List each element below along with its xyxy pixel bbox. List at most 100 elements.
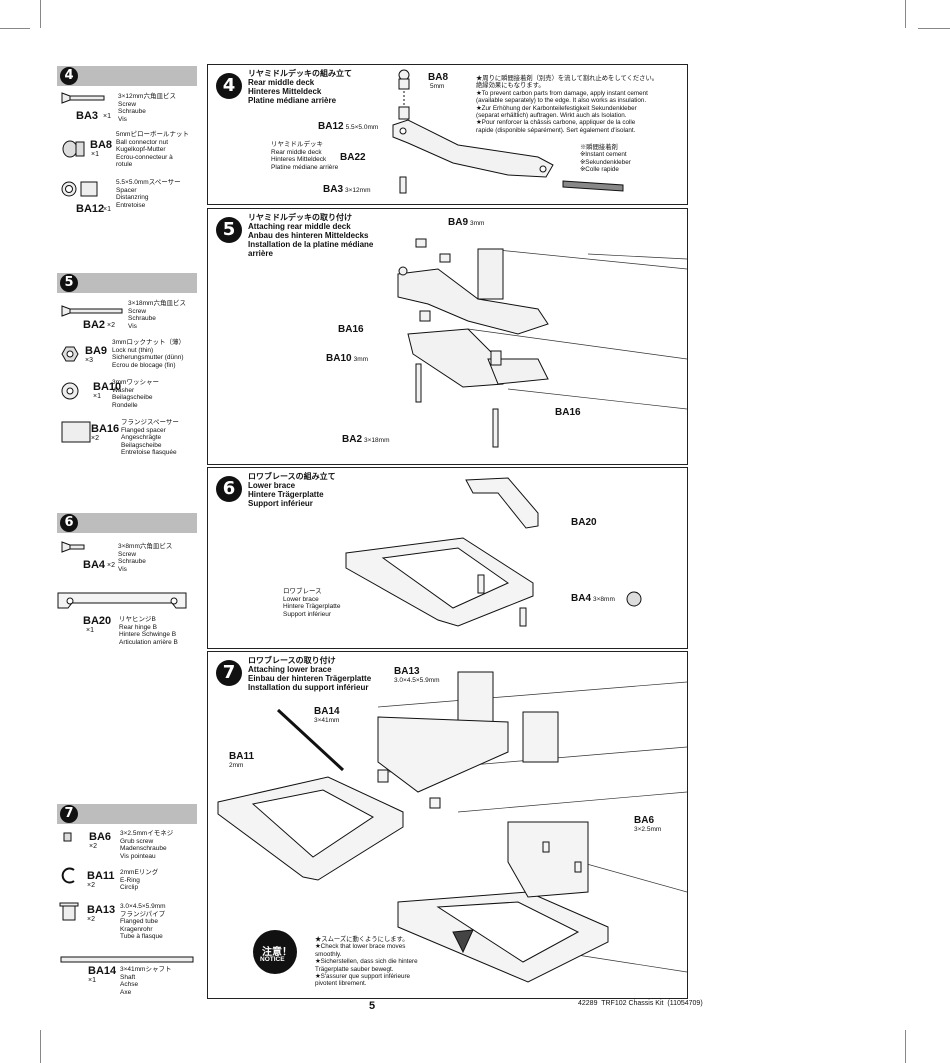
step6-number: 6	[216, 476, 242, 502]
step7-title: ロワブレースの取り付け Attaching lower brace Einbau…	[248, 656, 372, 692]
part-qty: ×1	[93, 393, 101, 400]
crop-mark	[40, 1030, 41, 1063]
crop-mark	[905, 0, 906, 28]
part-qty: ×2	[107, 322, 115, 329]
part-desc: 3×2.5mmイモネジ Grub screw Madenschraube Vis…	[120, 830, 174, 860]
part-qty: ×2	[87, 916, 95, 923]
sidebar-step5-number: 5	[60, 274, 78, 292]
label-ba13-size: 3.0×4.5×5.9mm	[394, 677, 440, 684]
part-qty: ×1	[86, 627, 94, 634]
part-desc: フランジスペーサー Flanged spacer Angeschrägte Be…	[121, 419, 179, 457]
step5-drawing	[397, 238, 687, 448]
grub-screw-icon	[63, 832, 72, 842]
step7-drawing	[217, 671, 687, 983]
crop-mark	[0, 28, 30, 29]
sidebar-step6-header	[57, 513, 197, 533]
page-number: 5	[369, 1000, 376, 1012]
step6-title: ロワブレースの組み立て Lower brace Hintere Trägerpl…	[248, 472, 336, 508]
cement-note: ※瞬間接着剤 ※Instant cement ※Sekundenkleber ※…	[580, 144, 631, 174]
crop-mark	[918, 28, 950, 29]
e-ring-icon	[61, 867, 75, 884]
part-desc: 3×41mmシャフト Shaft Achse Axe	[120, 966, 172, 996]
shaft-icon	[60, 956, 194, 963]
part-qty: ×1	[88, 977, 96, 984]
step4-note: ★周りに瞬間接着剤（別売）を流して割れ止めをしてください。 絶縁効果にもなります…	[476, 75, 659, 134]
notice-badge-jp: 注意！	[262, 947, 292, 958]
part-qty: ×1	[103, 206, 111, 213]
spacer-icon	[61, 181, 98, 197]
sidebar-step7-header	[57, 804, 197, 824]
label-ba16: BA16	[338, 324, 364, 335]
step6-panel: 6 ロワブレースの組み立て Lower brace Hintere Träger…	[207, 467, 688, 649]
sidebar-step4-number: 4	[60, 67, 78, 85]
part-code-ba16: BA16	[91, 423, 120, 435]
deck-caption: リヤミドルデッキ Rear middle deck Hinteres Mitte…	[271, 141, 339, 171]
notice-badge-en: NOTICE	[260, 956, 285, 963]
label-ba8-size: 5mm	[430, 83, 445, 90]
step7-panel: 7 ロワブレースの取り付け Attaching lower brace Einb…	[207, 651, 688, 999]
part-code-ba10: BA10	[93, 381, 122, 393]
step5-title: リヤミドルデッキの取り付け Attaching rear middle deck…	[248, 213, 374, 258]
screw-icon	[61, 541, 85, 553]
step4-panel: 4 リヤミドルデッキの組み立て Rear middle deck Hintere…	[207, 64, 688, 205]
screw-icon	[61, 305, 123, 317]
step5-panel: 5 リヤミドルデッキの取り付け Attaching rear middle de…	[207, 208, 688, 465]
crop-mark	[40, 0, 41, 28]
part-qty: ×1	[91, 151, 99, 158]
part-code-ba12: BA12	[76, 203, 105, 215]
part-qty: ×3	[85, 357, 93, 364]
label-ba11: BA11	[229, 751, 255, 762]
step4-drawing	[392, 69, 624, 194]
part-code-ba2: BA2	[83, 319, 106, 331]
lower-brace-caption: ロワブレース Lower brace Hintere Trägerplatte …	[283, 588, 341, 618]
part-code-ba9: BA9	[85, 345, 108, 357]
footer-code: 42289 TRF102 Chassis Kit (11054709)	[578, 1000, 703, 1007]
part-desc: リヤヒンジB Rear hinge B Hintere Schwinge B A…	[119, 616, 178, 646]
part-code-ba3: BA3	[76, 110, 99, 122]
part-desc: 3mmロックナット（薄） Lock nut (thin) Sicherungsm…	[112, 339, 185, 369]
label-ba8: BA8	[428, 72, 449, 83]
step4-number: 4	[216, 73, 242, 99]
part-qty: ×1	[103, 113, 111, 120]
part-qty: ×2	[87, 882, 95, 889]
sidebar-step6-number: 6	[60, 514, 78, 532]
part-qty: ×2	[91, 435, 99, 442]
flanged-spacer-icon	[61, 421, 91, 443]
label-ba6-size: 3×2.5mm	[634, 826, 662, 833]
part-code-ba4: BA4	[83, 559, 106, 571]
step5-number: 5	[216, 217, 242, 243]
part-qty: ×2	[89, 843, 97, 850]
part-desc: 3.0×4.5×5.9mm フランジパイプ Flanged tube Krage…	[120, 903, 166, 941]
part-code-ba6: BA6	[89, 831, 112, 843]
crop-mark	[905, 1030, 906, 1063]
part-code-ba14: BA14	[88, 965, 117, 977]
notice-text: ★スムーズに動くようにします。 ★Check that lower brace …	[315, 936, 418, 988]
part-qty: ×2	[107, 562, 115, 569]
part-desc: 2mmEリング E-Ring Circlip	[120, 869, 159, 892]
flanged-tube-icon	[59, 902, 79, 921]
label-ba14: BA14	[314, 706, 340, 717]
label-ba13: BA13	[394, 666, 420, 677]
part-code-ba20: BA20	[83, 615, 112, 627]
part-desc: 3mmワッシャー Washer Beilagscheibe Rondelle	[112, 379, 159, 409]
part-desc: 3×12mm六角皿ビス Screw Schraube Vis	[118, 93, 176, 123]
part-desc: 3×18mm六角皿ビス Screw Schraube Vis	[128, 300, 186, 330]
sidebar-step7-number: 7	[60, 805, 78, 823]
label-ba22: BA22	[340, 152, 366, 163]
sidebar-step5-header	[57, 273, 197, 293]
screw-icon	[61, 92, 105, 104]
part-desc: 3×8mm六角皿ビス Screw Schraube Vis	[118, 543, 173, 573]
lock-nut-icon	[61, 346, 79, 362]
label-ba11-size: 2mm	[229, 762, 244, 769]
label-ba16: BA16	[555, 407, 581, 418]
label-ba14-size: 3×41mm	[314, 717, 340, 724]
part-desc: 5.5×5.0mmスペーサー Spacer Distanzring Entret…	[116, 179, 181, 209]
part-desc: 5mmピローボールナット Ball connector nut Kugelkop…	[116, 131, 189, 169]
ball-nut-icon	[62, 140, 85, 158]
